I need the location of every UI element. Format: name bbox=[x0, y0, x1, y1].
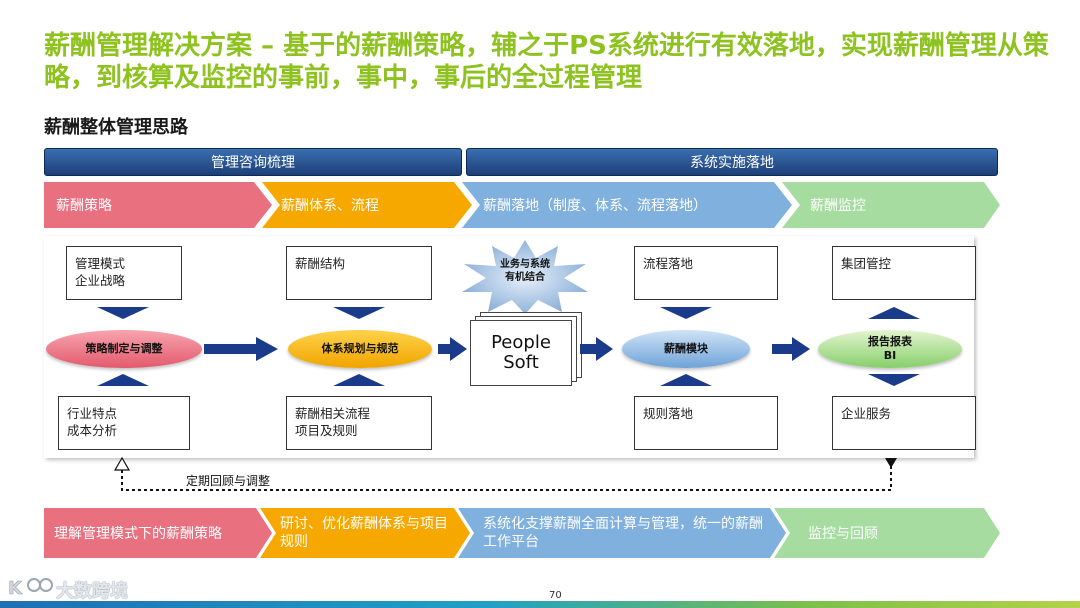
arrow-right-icon bbox=[772, 337, 810, 361]
footer-gradient-bar bbox=[0, 601, 1080, 608]
box-process-landing: 流程落地 bbox=[634, 246, 778, 300]
star-label: 业务与系统 有机结合 bbox=[500, 259, 550, 283]
arrow-right-icon bbox=[204, 337, 278, 361]
arrow-right-icon bbox=[580, 337, 613, 361]
svg-text:K: K bbox=[8, 578, 23, 599]
page-title: 薪酬管理解决方案 – 基于的薪酬策略，辅之于PS系统进行有效落地，实现薪酬管理从… bbox=[44, 31, 1049, 93]
section-subtitle: 薪酬整体管理思路 bbox=[44, 117, 188, 138]
box-rule-landing: 规则落地 bbox=[634, 396, 778, 450]
arrow-up-icon bbox=[97, 374, 149, 386]
box-industry: 行业特点 成本分析 bbox=[58, 396, 190, 450]
phase-chevron-system bbox=[262, 182, 472, 228]
arrow-down-icon bbox=[660, 307, 712, 319]
ellipse-salary-module: 薪酬模块 bbox=[622, 330, 750, 368]
arrow-down-icon bbox=[868, 374, 920, 386]
peoplesoft-document: People Soft bbox=[470, 320, 572, 386]
bottom-chevrons bbox=[44, 508, 1000, 558]
header-implementation: 系统实施落地 bbox=[466, 148, 998, 176]
feedback-loop bbox=[113, 456, 897, 491]
phase-label-landing: 薪酬落地（制度、体系、流程落地） bbox=[483, 198, 707, 214]
phase-label-system: 薪酬体系、流程 bbox=[281, 198, 379, 214]
box-salary-process: 薪酬相关流程 项目及规则 bbox=[286, 396, 432, 450]
loop-label: 定期回顾与调整 bbox=[186, 474, 271, 488]
box-enterprise-service: 企业服务 bbox=[832, 396, 976, 450]
bottom-chevron-system bbox=[260, 508, 470, 558]
arrow-up-icon bbox=[333, 374, 385, 386]
watermark-text: 大数跨境 bbox=[56, 581, 128, 602]
ellipse-strategy: 策略制定与调整 bbox=[46, 330, 202, 368]
bottom-chevron-monitor bbox=[774, 508, 1000, 558]
bottom-label-platform: 系统化支撑薪酬全面计算与管理，统一的薪酬工作平台 bbox=[483, 516, 763, 550]
box-management-mode: 管理模式 企业战略 bbox=[66, 246, 182, 300]
ellipse-reports: 报告报表 BI bbox=[818, 330, 962, 368]
phase-chevron-landing bbox=[462, 182, 792, 228]
box-group-control: 集团管控 bbox=[832, 246, 976, 300]
arrow-up-icon bbox=[660, 374, 712, 386]
starburst-icon bbox=[462, 240, 588, 314]
phase-label-strategy: 薪酬策略 bbox=[56, 198, 112, 214]
arrow-down-icon bbox=[97, 307, 149, 319]
arrow-up-icon bbox=[868, 307, 920, 319]
phase-chevron-strategy bbox=[44, 182, 272, 228]
phase-label-monitor: 薪酬监控 bbox=[810, 198, 866, 214]
bottom-label-strategy: 理解管理模式下的薪酬策略 bbox=[54, 526, 222, 542]
phase-chevron-monitor bbox=[782, 182, 1000, 228]
arrow-down-icon bbox=[333, 307, 385, 319]
header-consulting: 管理咨询梳理 bbox=[44, 148, 462, 176]
page-number: 70 bbox=[549, 590, 562, 601]
watermark-logo-icon: K bbox=[8, 578, 53, 599]
arrow-right-icon bbox=[438, 337, 467, 361]
bottom-chevron-strategy bbox=[44, 508, 272, 558]
bottom-label-monitor: 监控与回顾 bbox=[808, 526, 878, 542]
box-salary-structure: 薪酬结构 bbox=[286, 246, 432, 300]
ellipse-system-planning: 体系规划与规范 bbox=[288, 330, 432, 368]
bottom-label-system: 研讨、优化薪酬体系与项目规则 bbox=[280, 516, 448, 550]
phase-chevrons bbox=[44, 182, 1000, 228]
bottom-chevron-platform bbox=[458, 508, 786, 558]
